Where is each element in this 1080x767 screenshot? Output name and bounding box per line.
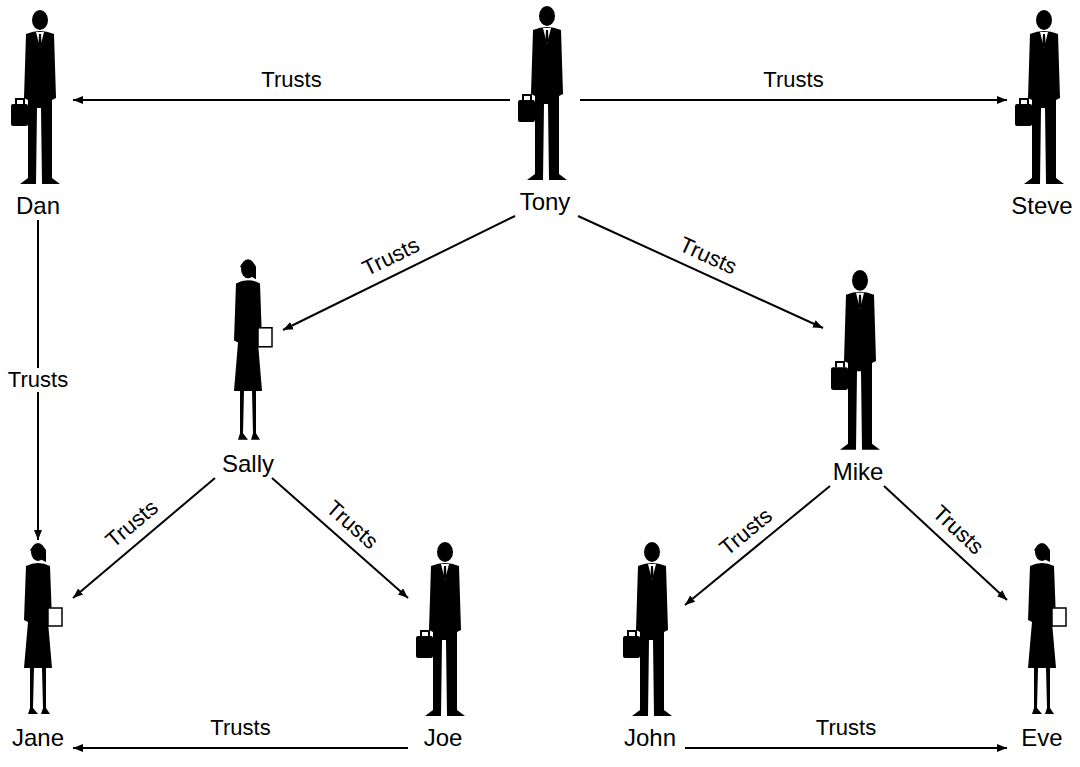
person-figure bbox=[1015, 10, 1064, 184]
trust-arrow bbox=[73, 478, 215, 598]
person-figure bbox=[234, 259, 272, 440]
edge-label: Trusts bbox=[673, 231, 743, 280]
person-node: Steve bbox=[1007, 8, 1077, 220]
person-node: Sally bbox=[213, 256, 283, 478]
trust-arrow bbox=[884, 486, 1007, 600]
person-figure bbox=[1028, 543, 1066, 714]
trust-arrow bbox=[685, 747, 1007, 749]
person-name: Eve bbox=[1007, 724, 1077, 752]
person-figure bbox=[24, 543, 62, 714]
person-name: Joe bbox=[408, 724, 478, 752]
edge-label: Trusts bbox=[319, 494, 385, 556]
trust-arrow bbox=[685, 486, 830, 605]
edge-label: Trusts bbox=[925, 498, 990, 561]
trust-arrow bbox=[578, 216, 823, 328]
person-node: John bbox=[615, 540, 685, 752]
person-name: Jane bbox=[3, 724, 73, 752]
person-name: Sally bbox=[213, 450, 283, 478]
person-name: Tony bbox=[510, 188, 580, 216]
person-figure bbox=[623, 542, 672, 716]
edge-label: Trusts bbox=[760, 68, 826, 92]
trust-arrow bbox=[73, 747, 408, 749]
person-figure bbox=[518, 6, 567, 180]
edge-label: Trusts bbox=[713, 501, 779, 562]
edge-label: Trusts bbox=[99, 494, 165, 555]
person-name: Dan bbox=[3, 192, 73, 220]
person-name: Steve bbox=[1007, 192, 1077, 220]
trust-arrow bbox=[73, 99, 510, 101]
person-node: Tony bbox=[510, 4, 580, 216]
person-name: John bbox=[615, 724, 685, 752]
person-node: Dan bbox=[3, 8, 73, 220]
person-node: Eve bbox=[1007, 540, 1077, 752]
person-node: Mike bbox=[823, 268, 893, 486]
edge-label: Trusts bbox=[813, 716, 879, 740]
person-figure bbox=[831, 270, 880, 450]
trust-arrow bbox=[272, 478, 408, 598]
person-name: Mike bbox=[823, 458, 893, 486]
edge-label: Trusts bbox=[5, 368, 71, 392]
person-node: Jane bbox=[3, 540, 73, 752]
trust-arrow bbox=[283, 216, 515, 330]
edge-label: Trusts bbox=[356, 231, 426, 282]
person-node: Joe bbox=[408, 540, 478, 752]
person-figure bbox=[416, 542, 465, 716]
person-figure bbox=[11, 10, 60, 184]
trust-arrow bbox=[580, 99, 1007, 101]
edge-label: Trusts bbox=[207, 716, 273, 740]
edge-label: Trusts bbox=[258, 68, 324, 92]
